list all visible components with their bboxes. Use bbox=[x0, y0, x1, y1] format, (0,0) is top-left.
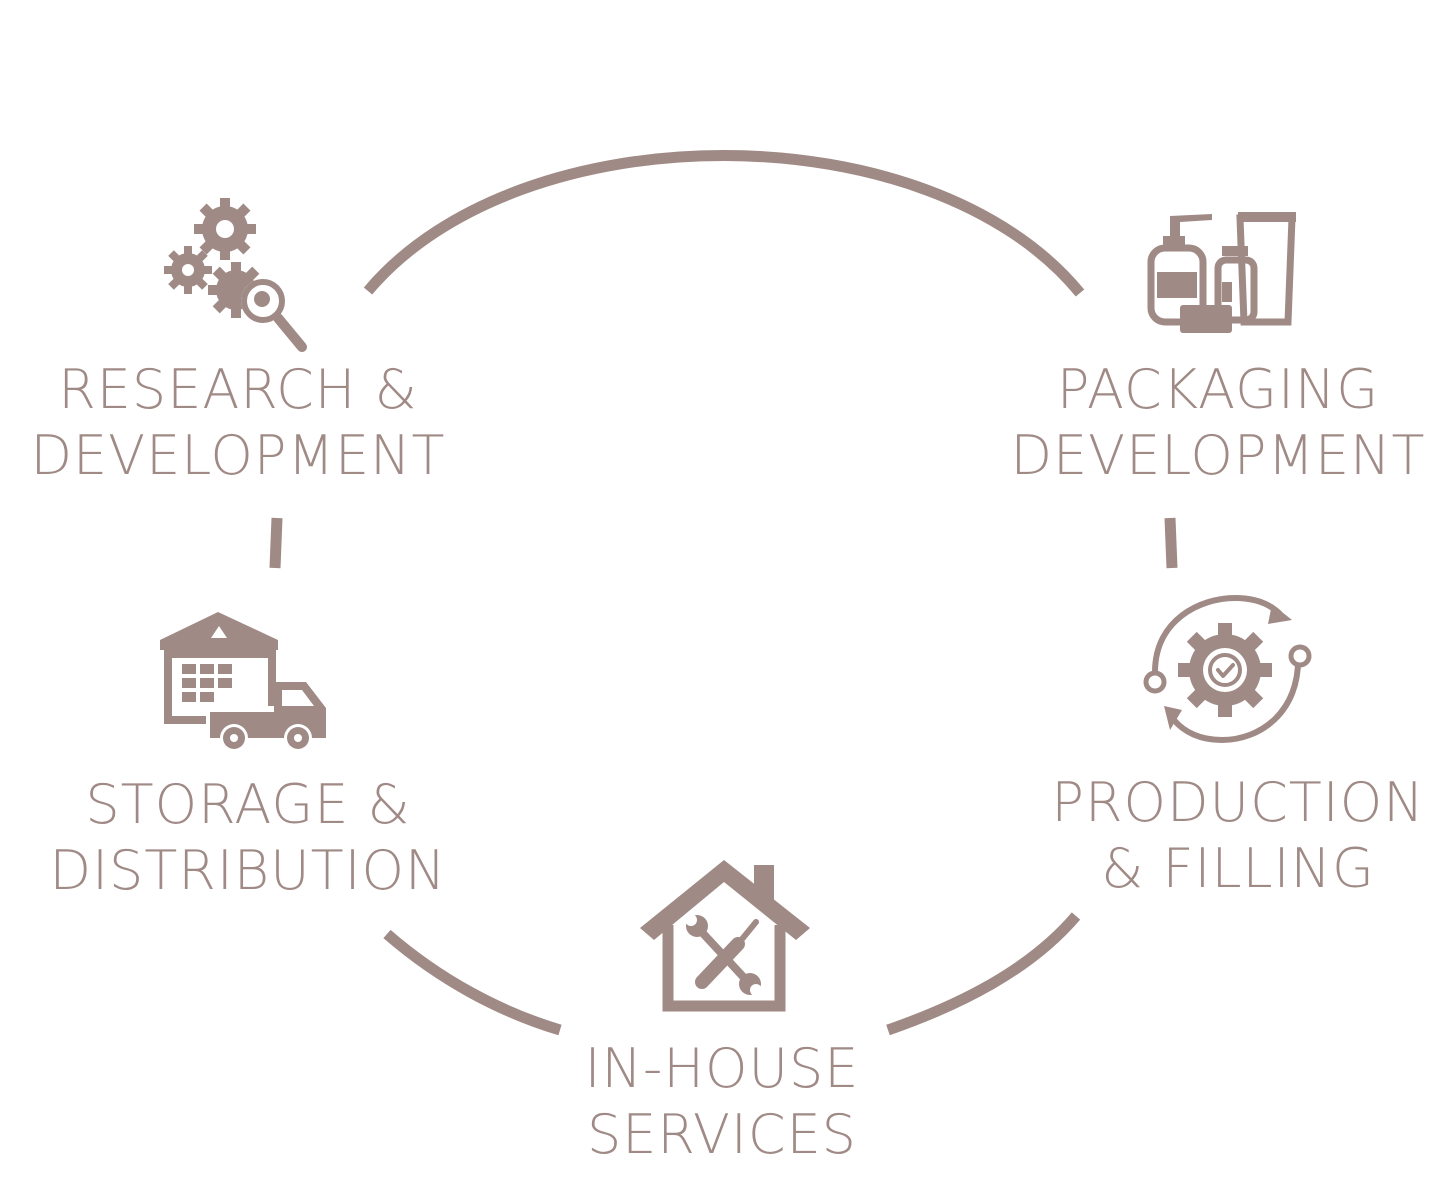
stage-label-storage-line1: STORAGE & bbox=[85, 773, 411, 836]
stage-label-research-line1: RESEARCH & bbox=[58, 358, 418, 421]
connector-bottom-right-arc bbox=[886, 912, 1081, 1036]
house-tools-icon bbox=[640, 860, 810, 1012]
stage-label-inhouse-line2: SERVICES bbox=[587, 1103, 857, 1166]
stage-label-research-line2: DEVELOPMENT bbox=[30, 424, 446, 487]
connector-left-line bbox=[269, 517, 283, 569]
connector-right-line bbox=[1164, 517, 1178, 569]
stage-label-storage: STORAGE & DISTRIBUTION bbox=[50, 772, 447, 904]
stage-label-inhouse: IN-HOUSE SERVICES bbox=[585, 1036, 860, 1168]
stage-label-production: PRODUCTION & FILLING bbox=[1051, 770, 1424, 902]
cosmetic-bottles-icon bbox=[1147, 212, 1296, 333]
connector-top-arc bbox=[363, 150, 1085, 297]
stage-label-production-line2: & FILLING bbox=[1101, 837, 1375, 900]
gears-magnifier-icon bbox=[164, 198, 307, 352]
stage-label-packaging-line1: PACKAGING bbox=[1056, 358, 1380, 421]
warehouse-truck-icon bbox=[160, 612, 330, 752]
stage-label-storage-line2: DISTRIBUTION bbox=[49, 839, 447, 902]
stage-label-research: RESEARCH & DEVELOPMENT bbox=[30, 357, 445, 489]
stage-label-inhouse-line1: IN-HOUSE bbox=[584, 1037, 860, 1100]
gear-cycle-check-icon bbox=[1143, 594, 1312, 744]
connector-bottom-left-arc bbox=[383, 929, 562, 1036]
stage-label-production-line1: PRODUCTION bbox=[1051, 771, 1425, 834]
stage-label-packaging: PACKAGING DEVELOPMENT bbox=[1010, 357, 1425, 489]
stage-label-packaging-line2: DEVELOPMENT bbox=[1010, 424, 1426, 487]
